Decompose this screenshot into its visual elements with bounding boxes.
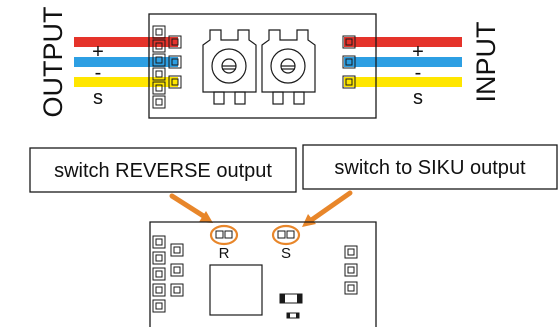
output-pin-header: [152, 25, 182, 109]
input-wire-signal: [344, 77, 462, 87]
input-wire-positive: [344, 37, 462, 47]
pcb-left-pin-header: [152, 235, 184, 313]
reverse-pad-label: R: [219, 245, 230, 262]
arrow-to-siku-pad: [302, 190, 353, 227]
pcb-chip: [209, 264, 263, 316]
output-side-label: OUTPUT: [38, 7, 68, 118]
callout-reverse-text: switch REVERSE output: [54, 160, 272, 182]
callout-siku-text: switch to SIKU output: [334, 157, 526, 179]
input-side-label: INPUT: [471, 22, 501, 103]
output-wire-positive: [74, 37, 178, 47]
pcb-smd-component: [279, 293, 303, 304]
top-module-board: [148, 13, 377, 119]
callout-siku: switch to SIKU output: [302, 144, 558, 190]
pcb-right-pin-header: [344, 245, 358, 295]
top-module: + - s + - s OUTPUT INPUT: [38, 7, 501, 119]
bottom-pcb: R S: [149, 221, 377, 327]
output-signal-label: s: [93, 87, 103, 109]
callout-reverse-box: [29, 147, 297, 193]
output-wire-signal: [74, 77, 178, 87]
potentiometer-right: [261, 29, 316, 105]
siku-pad-pair: [271, 224, 301, 246]
siku-pad-label: S: [281, 245, 291, 262]
pcb-small-smd: [286, 312, 300, 319]
input-positive-label: +: [412, 41, 424, 63]
input-signal-label: s: [413, 87, 423, 109]
input-wire-negative: [344, 57, 462, 67]
output-wire-negative: [74, 57, 178, 67]
output-positive-label: +: [92, 41, 104, 63]
arrow-to-reverse-pad: [169, 193, 213, 223]
input-negative-label: -: [415, 62, 422, 84]
output-negative-label: -: [95, 62, 102, 84]
potentiometer-left: [202, 29, 257, 105]
callout-reverse: switch REVERSE output: [29, 147, 297, 193]
bottom-pcb-board: [149, 221, 377, 327]
input-pin-header: [342, 35, 356, 89]
callout-siku-box: [302, 144, 558, 190]
reverse-pad-pair: [209, 224, 239, 246]
